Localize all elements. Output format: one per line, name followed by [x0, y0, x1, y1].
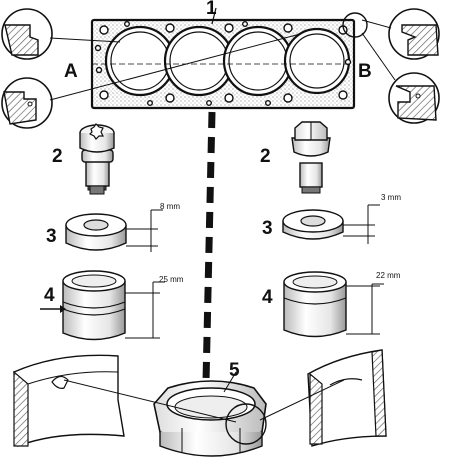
detail-top-right	[388, 8, 440, 60]
block-section-left	[13, 354, 125, 447]
bolt-hex-right	[291, 121, 331, 194]
dimension-washer-right	[343, 204, 380, 244]
dowel-ring	[153, 380, 267, 457]
detail-bottom-left	[1, 77, 53, 129]
detail-marker-dowel	[225, 403, 267, 445]
dim-washer-left: 8 mm	[160, 202, 180, 211]
label-side-b: B	[358, 61, 372, 82]
label-bolt-right: 2	[260, 146, 271, 167]
dim-sleeve-right: 22 mm	[376, 271, 401, 280]
label-washer-left: 3	[46, 226, 57, 247]
label-gasket: 1	[206, 0, 217, 19]
dowel-sleeve-left	[62, 270, 126, 341]
detail-top-left	[1, 8, 53, 60]
detail-bottom-right	[388, 72, 440, 124]
label-washer-right: 3	[262, 218, 273, 239]
detail-leaders	[49, 19, 396, 101]
detail-marker-b	[342, 12, 368, 38]
dowel-sleeve-right	[283, 271, 347, 338]
leader-1	[211, 7, 217, 25]
dim-washer-right: 3 mm	[381, 193, 401, 202]
arrow-left	[40, 305, 66, 313]
bolt-torx-left	[79, 123, 115, 195]
dimension-washer-left	[126, 209, 163, 252]
washer-right	[282, 209, 344, 240]
assembly-axis	[202, 111, 216, 383]
dimension-sleeve-right	[346, 283, 384, 335]
label-sleeve-right: 4	[262, 287, 273, 308]
label-bolt-left: 2	[52, 146, 63, 167]
label-side-a: A	[64, 61, 78, 82]
washer-left	[65, 213, 127, 251]
dim-sleeve-left: 25 mm	[159, 275, 184, 284]
block-section-right	[307, 349, 387, 447]
label-dowel: 5	[229, 360, 240, 381]
dimension-sleeve-left	[125, 281, 165, 339]
dowel-leaders	[63, 371, 345, 423]
cylinder-head-gasket	[90, 18, 356, 110]
label-sleeve-left: 4	[44, 285, 55, 306]
